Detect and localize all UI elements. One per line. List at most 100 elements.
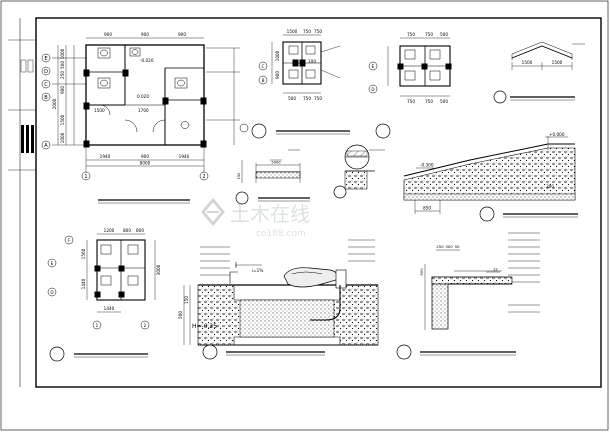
floor-plan-main (52, 37, 240, 204)
dimension-text: 1000 (60, 48, 65, 59)
dimension-text: 900 (60, 86, 65, 94)
detail-bubble (235, 191, 310, 205)
dimension-text: 5000 (271, 161, 281, 165)
axis-bubble: E (47, 258, 57, 268)
dimension-text: 750 (407, 32, 415, 37)
dimension-text: 750 (314, 29, 322, 34)
axis-bubble: 2 (199, 171, 209, 181)
level-text: -0.020 (140, 58, 154, 63)
dimension-text: 150 (237, 172, 241, 180)
dimension-text: 750 (425, 32, 433, 37)
axis-label: E (51, 261, 54, 266)
axis-bubble: B (41, 92, 51, 102)
detail-bubble (479, 206, 578, 222)
dimension-text: 1560 (81, 248, 86, 259)
watermark-logo-icon (201, 197, 225, 227)
level-text: H=-0.25 (192, 323, 217, 330)
detail-bubble (49, 346, 148, 362)
wall-footing-detail (424, 232, 540, 330)
axis-label: E (44, 56, 47, 62)
dimension-text: 500 (440, 32, 448, 37)
dimension-text: 1000 (60, 132, 65, 143)
dimension-text: 500 (440, 99, 448, 104)
dimension-text: 1500 (60, 114, 65, 125)
axis-label: 2 (144, 323, 147, 328)
dimension-text: 3000 (156, 264, 161, 275)
detail-bubble (396, 344, 516, 360)
floor-plan-main-dims: 900 900 900 1940 900 1940 8000 1000 500 … (52, 32, 190, 166)
floor-plan-small-1 (271, 34, 341, 94)
floor-plan-small-2 (387, 37, 452, 97)
level-text: +0.000 (549, 132, 565, 137)
watermark-brand: 土木在线 (230, 202, 310, 226)
axis-label: C (44, 82, 48, 88)
axis-bubble: C (41, 79, 51, 89)
dimension-text: 500 (288, 96, 296, 101)
drain-detail (333, 144, 385, 199)
axis-bubble: A (41, 140, 51, 150)
dimension-text: 300 (445, 244, 453, 249)
toilet-pit-section-labels: H=-0.25 i=1% 500 150 (178, 268, 325, 360)
floor-plan-small-3 (86, 233, 156, 313)
axis-bubble: F (64, 235, 74, 245)
axis-label: D (50, 290, 53, 295)
floor-plan-main-axes: E D C B A 1 2 (41, 53, 249, 181)
floor-plan-small-3-labels: F E D 1 2 1200 800 800 1560 1440 3000 14… (47, 228, 161, 362)
dimension-text: 500 (419, 268, 424, 276)
floor-step-detail-labels: 5000 150 (235, 161, 310, 205)
dimension-text: 500 (178, 311, 183, 319)
slope-text: i=1% (252, 268, 263, 273)
level-text: -0.300 (420, 163, 434, 168)
dimension-text: 300 (546, 184, 554, 189)
floor-plan-small-1-labels: C B 1500 750 750 500 750 750 1000 900 10… (258, 29, 322, 101)
dimension-text: 250 (60, 71, 65, 79)
watermark: 土木在线 co188.com (201, 197, 310, 239)
wall-footing-detail-labels: 250 300 50 500 12 (396, 244, 516, 360)
level-text: 0.020 (137, 94, 149, 99)
axis-bubble: B (258, 75, 268, 85)
dimension-text: 1200 (104, 228, 115, 233)
axis-bubble: 1 (81, 171, 91, 181)
dimension-text: 900 (141, 32, 149, 37)
dimension-text: 1440 (81, 278, 86, 289)
dimension-text: 900 (104, 32, 112, 37)
axis-label: F (68, 238, 71, 243)
dimension-text: 250 (436, 244, 444, 249)
axis-label: B (262, 78, 265, 83)
dimension-text: 150 (184, 296, 189, 304)
dimension-text: 2000 (52, 98, 57, 109)
axis-label: 1 (84, 174, 87, 180)
dimension-text: 1940 (179, 154, 190, 159)
axis-bubble: 2 (140, 320, 150, 330)
roof-detail-labels: 1500 1500 (493, 60, 563, 104)
dimension-text: 750 (425, 99, 433, 104)
dimension-text: 750 (314, 96, 322, 101)
ramp-section-labels: -0.300 +0.000 850 300 (420, 132, 578, 222)
dimension-text: 1000 (275, 50, 280, 61)
dimension-text: 500 (60, 61, 65, 69)
dimension-text: 1700 (138, 108, 149, 113)
detail-bubble (202, 344, 325, 360)
ramp-section (403, 136, 576, 214)
axis-bubble: E (41, 53, 51, 63)
axis-label: B (44, 95, 48, 101)
detail-bubble (251, 123, 350, 139)
dimension-text: 900 (275, 71, 280, 79)
dimension-text: 900 (178, 32, 186, 37)
axis-label: D (371, 87, 374, 92)
axis-label: D (44, 69, 48, 75)
detail-bubble (493, 90, 507, 104)
axis-bubble (239, 123, 249, 133)
axis-label: 1 (96, 323, 99, 328)
dimension-text: 1440 (104, 306, 115, 311)
floor-plan-small-2-labels: E D 750 750 500 750 750 500 (368, 32, 448, 104)
axis-bubble: D (47, 287, 57, 297)
axis-bubble: E (368, 61, 378, 71)
axis-label: E (372, 64, 375, 69)
dimension-text: 800 (123, 228, 131, 233)
watermark-url: co188.com (256, 229, 306, 239)
dimension-text: 12 (493, 267, 498, 272)
dimension-text: 1500 (94, 108, 105, 113)
